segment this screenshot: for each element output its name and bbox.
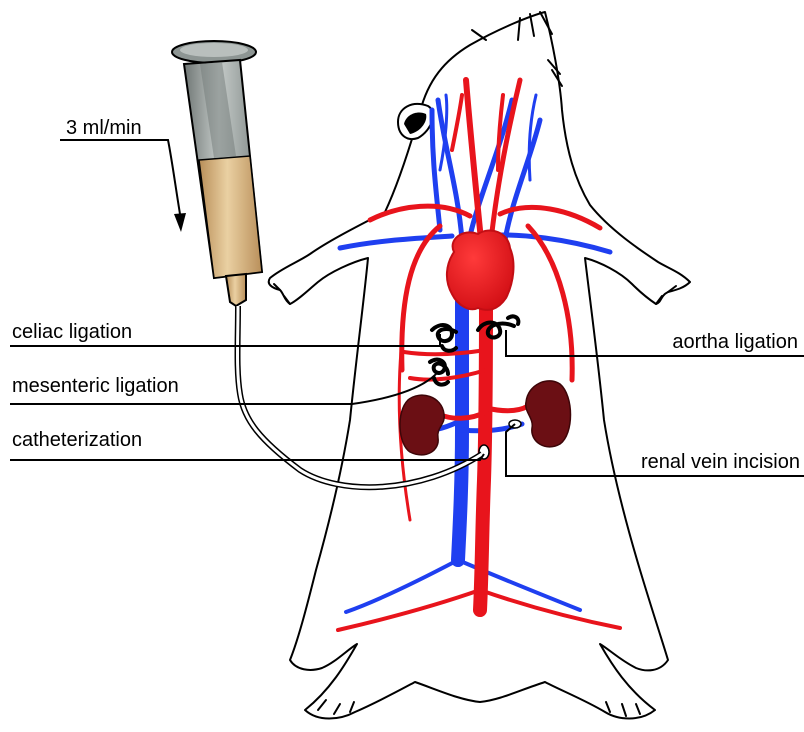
right-kidney [526,381,571,447]
mesenteric-ligation-label: mesenteric ligation [12,375,179,397]
renal-vein-incision-label: renal vein incision [641,451,800,473]
left-kidney [400,395,444,455]
flow-arrow-icon [60,140,186,232]
syringe [172,41,262,306]
flow-rate-label: 3 ml/min [66,117,142,139]
catheterization-label: catheterization [12,429,142,451]
heart [447,230,514,309]
celiac-ligation-label: celiac ligation [12,321,132,343]
aorta-ligation-label: aortha ligation [672,331,798,353]
syringe-fluid [199,156,262,278]
